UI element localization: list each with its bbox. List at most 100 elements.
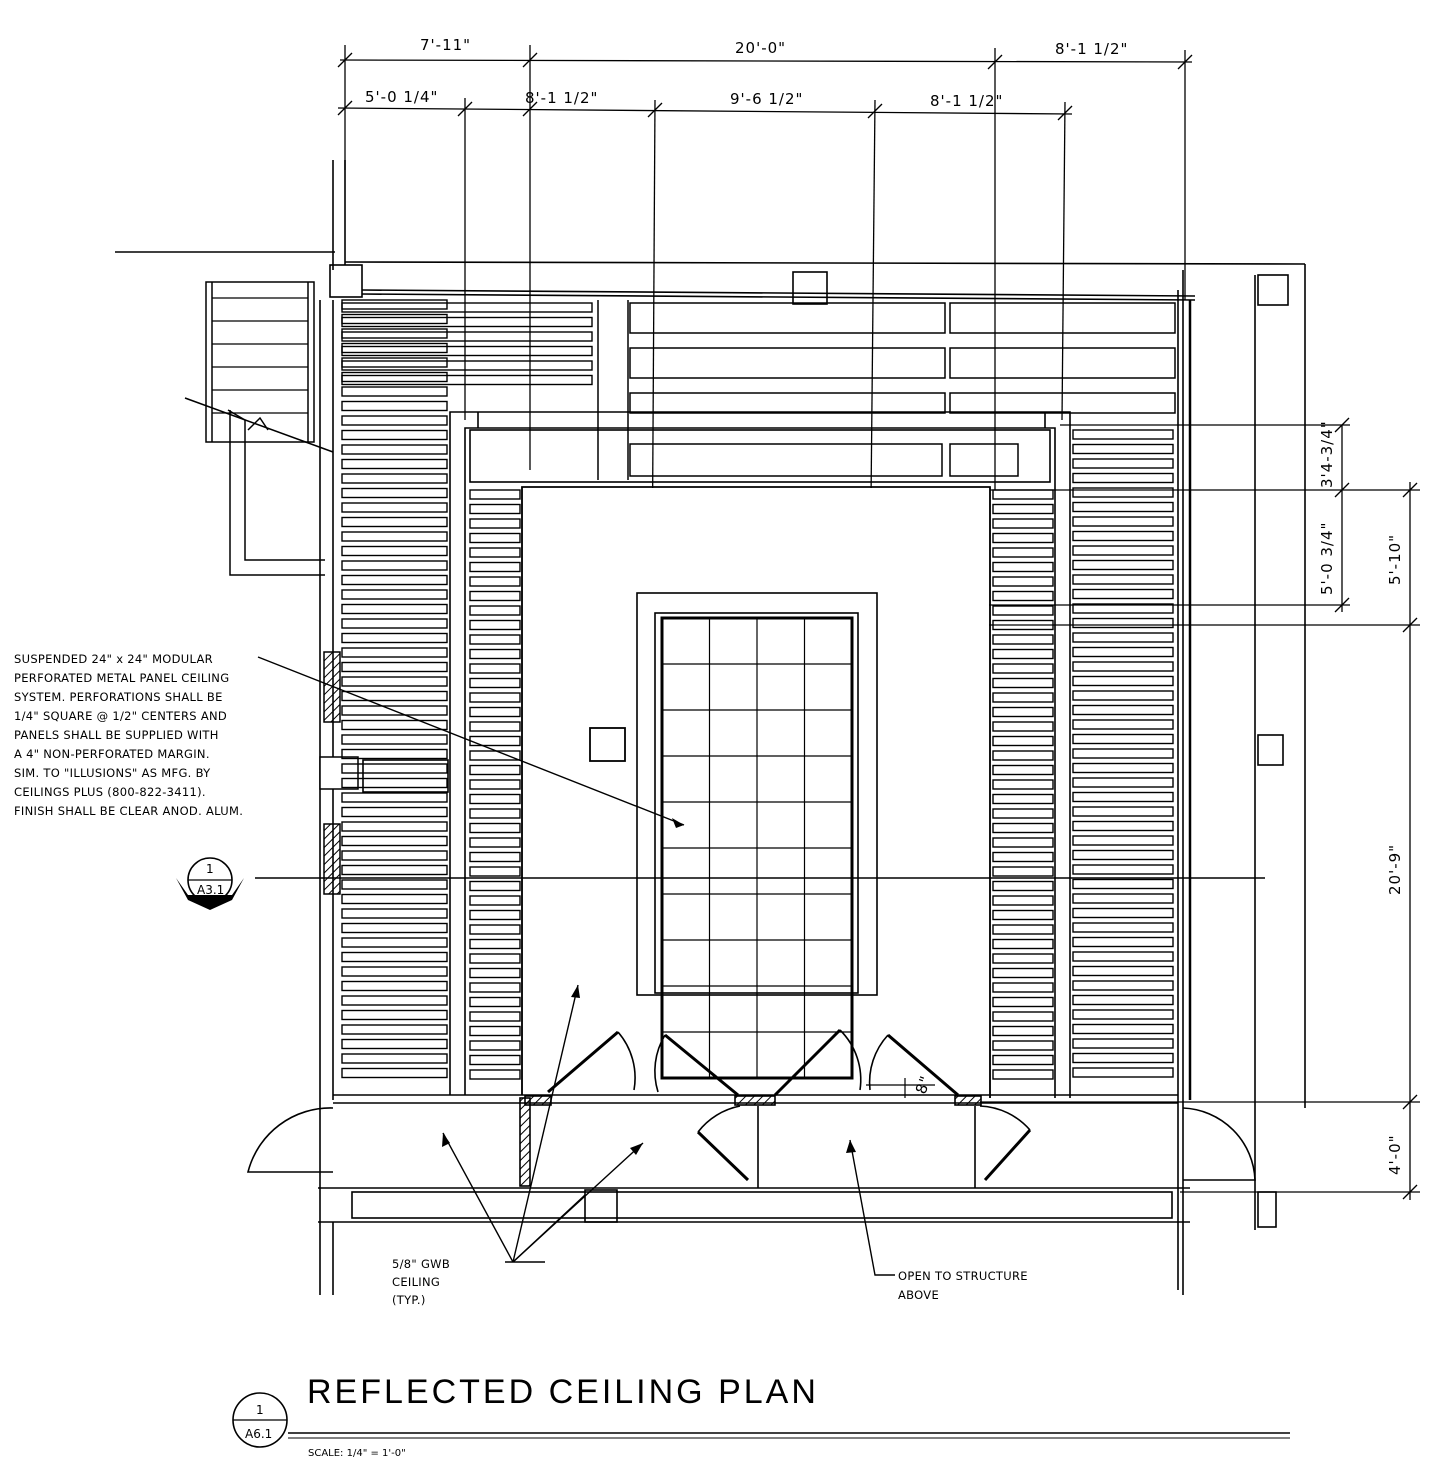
ceiling-slat — [341, 879, 448, 890]
ceiling-slat — [469, 561, 521, 573]
page-title: REFLECTED CEILING PLAN — [307, 1373, 819, 1411]
lower-zone — [333, 1094, 1178, 1188]
ceiling-slat — [469, 851, 521, 863]
ceiling-slat — [992, 895, 1054, 906]
ceiling-slat — [469, 576, 521, 587]
ceiling-slat — [341, 995, 448, 1006]
ceiling-slat — [469, 895, 521, 906]
ceiling-slat — [1072, 994, 1174, 1006]
ceiling-slat — [469, 924, 521, 935]
dim-5-10: 5'-10" — [1386, 534, 1404, 585]
dim-20-0: 20'-0" — [735, 39, 786, 57]
ceiling-slat — [1072, 1052, 1174, 1064]
ceiling-slat — [992, 721, 1054, 732]
gwb-note-line: CEILING — [392, 1275, 440, 1289]
ceiling-slat — [469, 677, 521, 689]
ceiling-slat — [341, 951, 448, 963]
ceiling-slat — [992, 837, 1054, 848]
ceiling-slat — [341, 444, 448, 455]
ceiling-slat — [469, 822, 521, 834]
ceiling-slat — [992, 590, 1054, 602]
ceiling-slat — [1072, 835, 1174, 846]
ceiling-slat — [469, 996, 521, 1008]
ceiling-slat — [341, 458, 448, 470]
ceiling-slat — [469, 938, 521, 950]
ceiling-slat — [469, 634, 521, 645]
ceiling-slat — [1072, 893, 1174, 904]
ceiling-slat — [341, 1024, 448, 1035]
ceiling-slat — [469, 1069, 521, 1080]
ceiling-slat — [992, 634, 1054, 645]
ceiling-slat — [341, 966, 448, 977]
ceiling-slat — [469, 750, 521, 761]
ceiling-slat — [992, 677, 1054, 689]
ceiling-slat — [992, 808, 1054, 819]
ceiling-slat — [1072, 603, 1174, 614]
ceiling-slat — [469, 532, 521, 544]
ceiling-slat — [341, 690, 448, 702]
ceiling-slat — [992, 866, 1054, 877]
ceiling-slat — [341, 299, 448, 310]
ceiling-slat — [341, 473, 448, 484]
ceiling-slat — [992, 735, 1054, 747]
ceiling-slat — [1072, 878, 1174, 890]
ceiling-slat — [341, 864, 448, 876]
ceiling-slat — [1072, 762, 1174, 774]
ceiling-slat — [1072, 849, 1174, 861]
ceiling-slat — [469, 982, 521, 993]
ceiling-slat — [992, 953, 1054, 964]
ceiling-slat — [341, 850, 448, 861]
ceiling-slat — [341, 371, 448, 383]
ceiling-slat — [992, 619, 1054, 631]
gwb-note-line: (TYP.) — [392, 1293, 426, 1307]
dim-5-0-3quarter: 5'-0 3/4" — [1318, 522, 1336, 595]
ceiling-slat — [341, 618, 448, 629]
drawing-ref-sheet: A6.1 — [245, 1427, 272, 1441]
ceiling-slat — [1072, 748, 1174, 759]
ceiling-slat — [341, 345, 593, 357]
ceiling-slats — [341, 299, 1174, 1080]
ceiling-slat — [341, 792, 448, 803]
ceiling-slat — [992, 996, 1054, 1008]
ceiling-slat — [992, 518, 1054, 529]
ceiling-note-line: CEILINGS PLUS (800-822-3411). — [14, 785, 206, 799]
ceiling-slat — [992, 779, 1054, 790]
ceiling-slat — [341, 316, 593, 328]
ceiling-slat — [341, 748, 448, 760]
ceiling-slat — [469, 866, 521, 877]
ceiling-slat — [341, 1053, 448, 1064]
ceiling-slat — [1072, 661, 1174, 672]
ceiling-slat — [341, 821, 448, 832]
ceiling-slat — [341, 734, 448, 745]
ceiling-slat — [469, 721, 521, 732]
ceiling-slat — [341, 777, 448, 789]
ceiling-slat — [341, 374, 593, 386]
ceiling-slat — [341, 1067, 448, 1079]
ceiling-slat — [992, 1054, 1054, 1066]
ceiling-slat — [341, 1009, 448, 1021]
ceiling-slat — [1072, 472, 1174, 484]
ceiling-slat — [1072, 632, 1174, 643]
exterior-walls — [115, 160, 1306, 1295]
ceiling-slat — [341, 560, 448, 571]
ceiling-note-line: SYSTEM. PERFORATIONS SHALL BE — [14, 690, 223, 704]
ceiling-slat — [1072, 864, 1174, 875]
ceiling-slat — [992, 1040, 1054, 1051]
right-dimension-lines — [860, 417, 1420, 1200]
ceiling-slat — [341, 908, 448, 919]
ceiling-slat — [341, 302, 593, 313]
top-dimension-lines — [337, 45, 1193, 601]
ceiling-slat — [469, 880, 521, 892]
ceiling-slat — [341, 719, 448, 731]
section-ref-sheet: A3.1 — [197, 883, 224, 897]
ceiling-slat — [341, 415, 448, 426]
ceiling-slat — [1072, 487, 1174, 498]
ceiling-slat — [1072, 690, 1174, 701]
section-marker — [176, 857, 1265, 910]
title-block — [232, 1392, 1290, 1448]
ceiling-slat — [341, 763, 448, 774]
arrow-heads — [442, 818, 856, 1155]
ceiling-slat — [992, 924, 1054, 935]
